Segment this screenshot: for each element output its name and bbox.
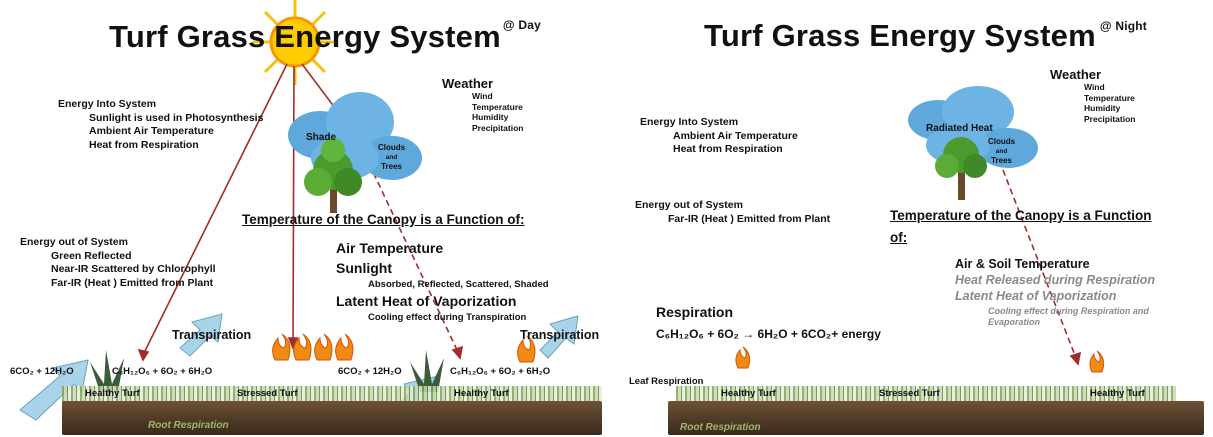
night-healthy-turf-label-1: Healthy Turf — [721, 388, 776, 399]
stressed-turf-label: Stressed Turf — [237, 388, 298, 399]
night-soil — [668, 401, 1204, 435]
night-energy-out: Energy out of System Far-IR (Heat ) Emit… — [635, 199, 831, 225]
night-flame-icons — [735, 346, 1105, 373]
shade-label: Shade — [306, 132, 337, 143]
respiration-heading: Respiration — [656, 304, 734, 320]
night-root-respiration-label: Root Respiration — [680, 422, 761, 433]
healthy-turf-label-2: Healthy Turf — [454, 388, 509, 399]
healthy-turf-label-1: Healthy Turf — [85, 388, 140, 399]
equation-2-products: C₆H₁₂O₆ + 6O₂ + 6H₂O — [450, 366, 551, 377]
factor-latent-heat: Latent Heat of Vaporization — [336, 293, 517, 309]
night-turf-strip — [676, 386, 1176, 402]
cooling-detail: Cooling effect during Respiration and Ev… — [988, 306, 1149, 327]
leaf-respiration-label: Leaf Respiration — [629, 376, 704, 387]
night-canopy-heading-cont: of: — [890, 230, 908, 245]
flame-icons — [272, 333, 536, 363]
factor-air-soil-temperature: Air & Soil Temperature — [955, 257, 1090, 271]
night-healthy-turf-label-2: Healthy Turf — [1090, 388, 1145, 399]
day-energy-out: Energy out of System Green Reflected Nea… — [20, 236, 216, 289]
equation-1-reactants: 6CO₂ + 12H₂O — [10, 366, 74, 377]
respiration-equation: C₆H₁₂O₆ + 6O₂ → 6H₂O + 6CO₂+ energy — [656, 327, 881, 341]
sunlight-detail: Absorbed, Reflected, Scattered, Shaded — [368, 279, 549, 290]
day-canopy-heading: Temperature of the Canopy is a Function … — [242, 212, 525, 227]
day-soil — [62, 401, 602, 435]
equation-1-products: C₆H₁₂O₆ + 6O₂ + 6H₂O — [112, 366, 213, 377]
transpiration-label-2: Transpiration — [520, 328, 600, 342]
day-energy-in: Energy Into System Sunlight is used in P… — [58, 98, 264, 151]
night-weather: Weather Wind Temperature Humidity Precip… — [1050, 67, 1136, 124]
clouds-trees-label: Clouds and Trees — [378, 143, 406, 171]
factor-sunlight: Sunlight — [336, 260, 392, 276]
tree-icon — [304, 138, 362, 213]
latent-detail: Cooling effect during Transpiration — [368, 312, 527, 323]
factor-air-temperature: Air Temperature — [336, 240, 444, 256]
day-weather: Weather Wind Temperature Humidity Precip… — [442, 76, 524, 133]
day-turf-strip — [62, 386, 602, 402]
night-title: Turf Grass Energy System@ Night — [704, 18, 1147, 53]
night-tree-icon — [935, 137, 987, 200]
night-diagram-graphics — [735, 86, 1105, 373]
day-panel: Root Respiration Turf Grass Energy Syste… — [10, 0, 602, 435]
night-clouds-trees-label: Clouds and Trees — [988, 137, 1016, 165]
sun-icon — [253, 0, 337, 85]
night-energy-in: Energy Into System Ambient Air Temperatu… — [640, 116, 798, 155]
night-panel: Root Respiration Turf Grass Energy Syste… — [608, 0, 1213, 437]
factor-heat-released: Heat Released during Respiration — [955, 273, 1156, 287]
night-canopy-heading: Temperature of the Canopy is a Function — [890, 208, 1152, 223]
equation-2-reactants: 6CO₂ + 12H₂O — [338, 366, 402, 377]
transpiration-label-1: Transpiration — [172, 328, 252, 342]
factor-latent-heat-night: Latent Heat of Vaporization — [955, 289, 1117, 303]
root-respiration-label: Root Respiration — [148, 420, 229, 431]
plant-icons — [90, 350, 444, 392]
day-title: Turf Grass Energy System@ Day — [109, 18, 541, 54]
night-stressed-turf-label: Stressed Turf — [879, 388, 940, 399]
radiated-heat-label: Radiated Heat — [926, 123, 993, 134]
